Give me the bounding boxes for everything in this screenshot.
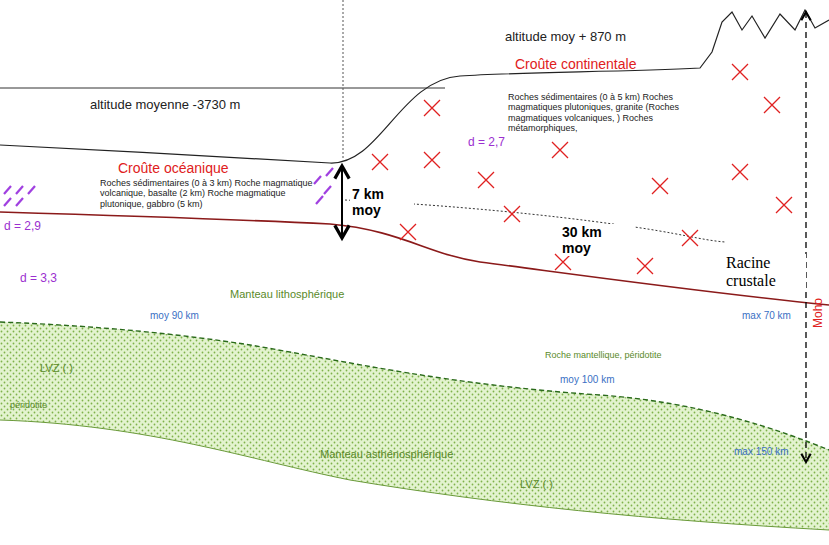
rock-description: péridotite [10,400,47,410]
crust-mark [424,100,440,116]
rock-description: Roches sédimentaires (0 à 3 km) Roche ma… [100,178,332,209]
moho-depth-arrow [805,12,806,462]
lvz-band [0,322,829,530]
crust-mark [682,230,698,246]
depth-label: moy 100 km [560,374,614,386]
rock-description: Roche mantellique, péridotite [545,350,662,360]
density-hatch [316,196,323,204]
moho-label: Moho [812,298,826,328]
density-hatch [324,186,331,194]
crust-mark [764,97,780,113]
lvz-label: LVZ ( ) [520,478,553,491]
rock-marks [4,64,792,274]
root-label: Racine crustale [724,254,806,291]
density-label: d = 3,3 [20,272,57,286]
lvz-base [0,420,829,530]
moho-line [0,212,829,305]
layer-title: Manteau lithosphérique [230,288,344,301]
crust-mark [776,197,792,213]
altitude-label: altitude moyenne -3730 m [90,98,240,113]
crust-mark [400,224,416,240]
layer-title: Manteau asthénosphérique [320,448,453,461]
lvz-label: LVZ ( ) [40,362,73,375]
density-label: d = 2,9 [4,220,41,234]
crust-mark [637,258,653,274]
surface-relief [0,10,829,163]
density-label: d = 2,7 [468,136,505,150]
density-hatch [4,198,11,206]
density-hatch [314,176,321,184]
layer-title: Croûte océanique [118,160,229,176]
density-hatch [16,186,23,194]
crust-mark [478,172,494,188]
depth-label: max 70 km [742,310,791,322]
density-hatch [28,186,35,194]
crust-mark [372,154,388,170]
lithosphere-base [0,322,829,450]
layer-title: Croûte continentale [515,56,636,72]
crust-mark [732,64,748,80]
crust-mark [555,254,571,270]
crust-mark [552,142,568,158]
crust-mark [504,206,520,222]
density-hatch [16,198,23,206]
thickness-label: 7 km moy [350,186,414,218]
depth-label: max 150 km [734,446,788,458]
density-hatch [326,168,333,176]
crust-mark [652,178,668,194]
crust-mark [424,152,440,168]
margin-dotted-line [343,0,344,158]
thickness-arrow [341,166,343,238]
altitude-label: altitude moy + 870 m [505,30,626,45]
sea-level [0,88,445,89]
depth-label: moy 90 km [150,310,199,322]
rock-description: Roches sédimentaires (0 à 5 km) Roches m… [508,92,720,133]
density-hatch [4,186,11,194]
crust-mark [732,164,748,180]
thickness-label: 30 km moy [560,224,634,256]
